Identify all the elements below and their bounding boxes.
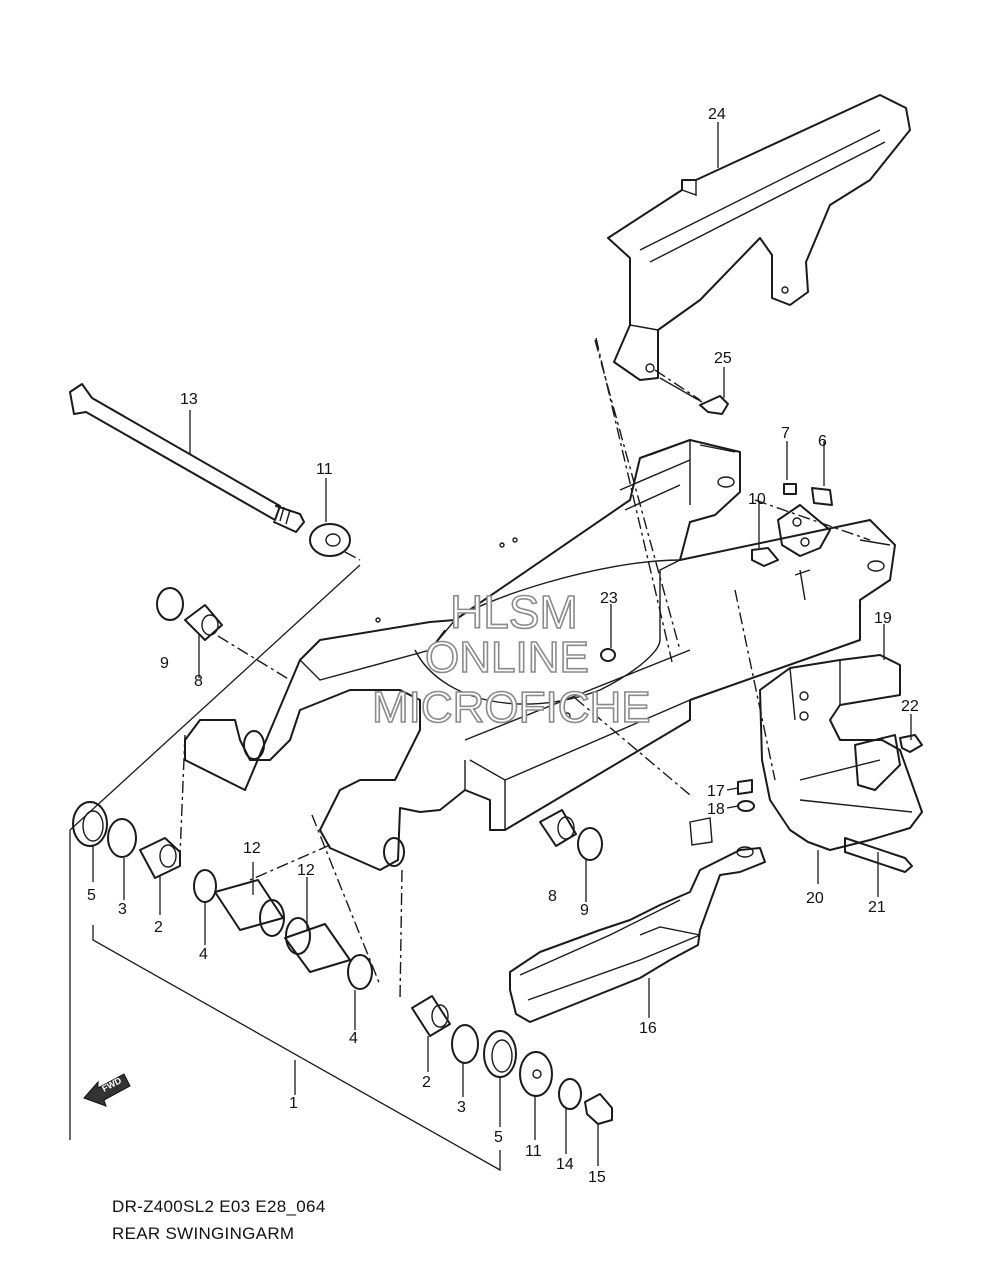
callout-16: 16 (639, 1020, 657, 1037)
diagram-title: REAR SWINGINGARM (112, 1224, 295, 1243)
pivot-shaft-part (69, 383, 305, 533)
callout-15: 15 (588, 1169, 606, 1186)
washer-3-part (107, 818, 137, 858)
callout-12-left: 12 (243, 840, 261, 857)
callout-8-right: 8 (548, 888, 557, 905)
bracket-6-part (751, 483, 833, 567)
watermark-line-2: ONLINE (425, 633, 589, 682)
callout-23: 23 (600, 590, 618, 607)
bearing-2b-part (411, 995, 451, 1037)
washer-14-part (558, 1078, 582, 1110)
callout-21: 21 (868, 899, 886, 916)
callout-9-left: 9 (160, 655, 169, 672)
washer-9b-part (577, 827, 603, 861)
nut-15-part (584, 1093, 613, 1125)
callout-19: 19 (874, 610, 892, 627)
callout-12-right: 12 (297, 862, 315, 879)
bearing-2-part (139, 837, 181, 879)
spacer-12b-part (284, 917, 351, 973)
chain-case-part (607, 94, 911, 381)
assembly-lines (69, 337, 871, 1140)
callout-5-left: 5 (87, 887, 96, 904)
callout-11: 11 (316, 461, 333, 478)
callout-6: 6 (818, 433, 827, 450)
chain-guide-part (759, 654, 923, 873)
model-code: DR-Z400SL2 E03 E28_064 (112, 1197, 326, 1216)
callout-1: 1 (289, 1095, 298, 1112)
callout-3-left: 3 (118, 901, 127, 918)
washer-3b-part (451, 1024, 479, 1064)
washer-4-part (193, 869, 217, 903)
callout-leaders (92, 122, 912, 1166)
washer-18-part (737, 800, 755, 812)
bearing-8b-part (539, 809, 577, 847)
callout-9-right: 9 (580, 902, 589, 919)
callout-3-right: 3 (457, 1099, 466, 1116)
washer-11b-part (519, 1051, 553, 1097)
watermark: HLSM ONLINE MICROFICHE (371, 585, 651, 733)
callout-24: 24 (708, 106, 726, 123)
washer-9a-part (156, 587, 184, 621)
seal-11a-part (309, 523, 351, 557)
nut-23-part (600, 648, 616, 662)
watermark-line-1: HLSM (450, 586, 578, 638)
spacer-12-part (214, 879, 285, 937)
callout-2-right: 2 (422, 1074, 431, 1091)
callout-labels: 24 25 13 11 7 6 10 23 19 22 9 8 17 18 5 … (87, 106, 919, 1186)
bolt-25-part (659, 377, 729, 415)
callout-17: 17 (707, 783, 725, 800)
fwd-arrow-icon: FWD (83, 1073, 131, 1107)
swingarm-part (184, 438, 896, 871)
watermark-line-3: MICROFICHE (372, 683, 651, 732)
callout-14: 14 (556, 1156, 574, 1173)
seal-5b-part (483, 1030, 517, 1078)
bearing-8a-part (184, 604, 223, 641)
callout-25: 25 (714, 350, 732, 367)
callout-18: 18 (707, 801, 725, 818)
callout-11-right: 11 (525, 1143, 542, 1160)
callout-7: 7 (781, 425, 790, 442)
callout-5-right: 5 (494, 1129, 503, 1146)
callout-4-right: 4 (349, 1030, 358, 1047)
callout-8-left: 8 (194, 673, 203, 690)
callout-13: 13 (180, 391, 198, 408)
callout-10: 10 (748, 491, 766, 508)
callout-22: 22 (901, 698, 919, 715)
seal-5-part (72, 801, 108, 847)
chain-slider-part (509, 817, 766, 1023)
washer-4b-part (347, 954, 373, 990)
callout-4-left: 4 (199, 946, 208, 963)
callout-2-left: 2 (154, 919, 163, 936)
bolt-17-part (737, 779, 753, 795)
callout-20: 20 (806, 890, 824, 907)
bracket-1-leader (92, 925, 501, 1172)
